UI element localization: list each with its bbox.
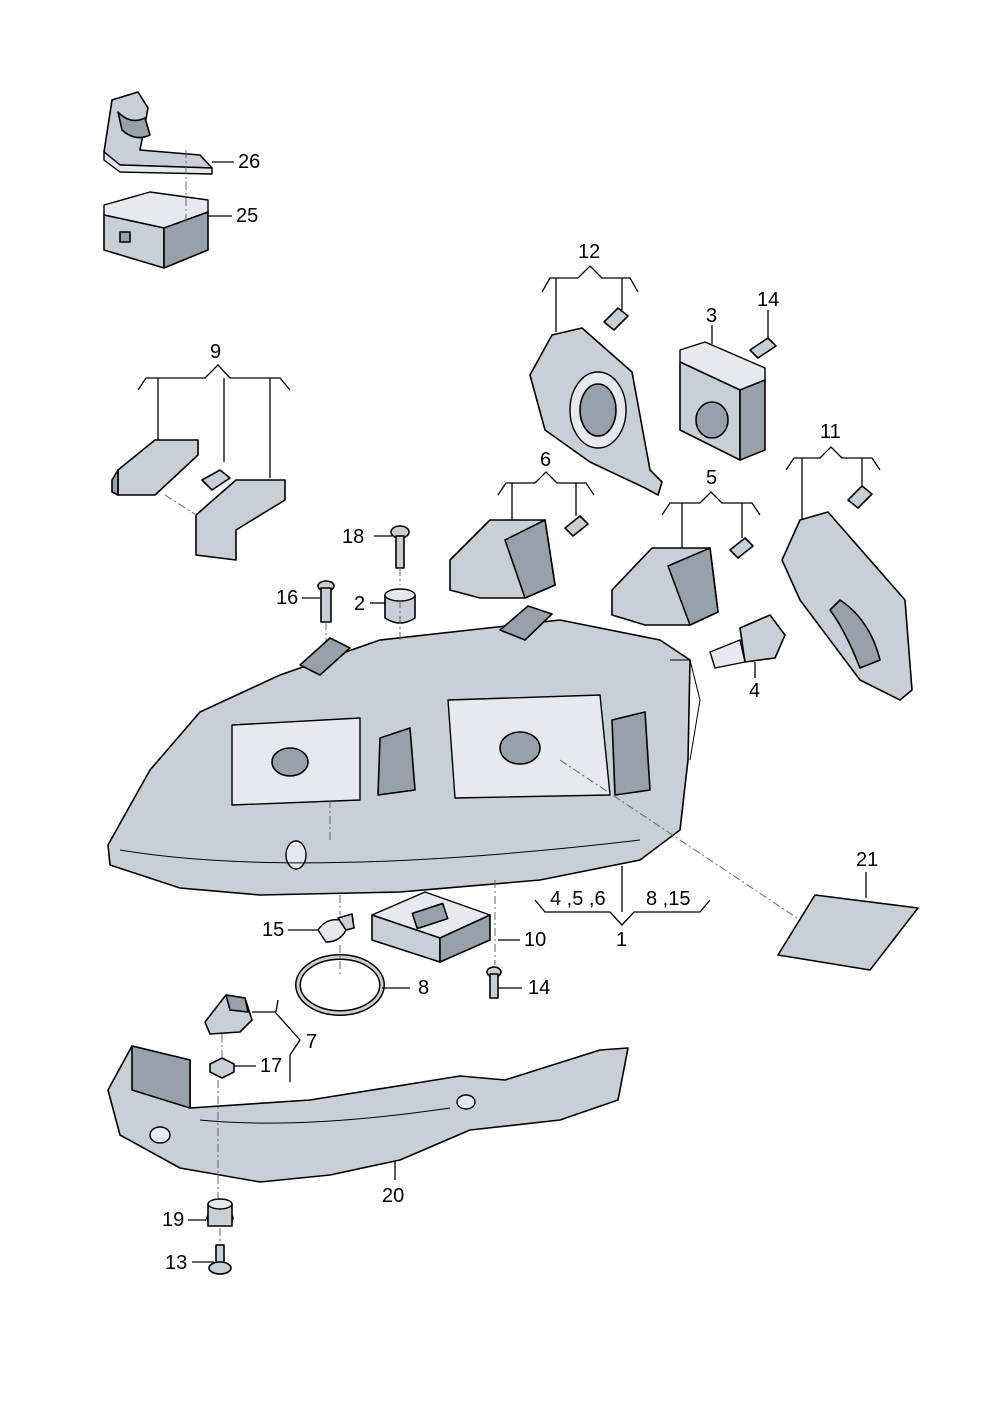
part-11-screw (847, 485, 873, 509)
part-3-control-module (679, 341, 766, 461)
callout-6: 6 (540, 449, 551, 471)
part-15-bulb (317, 913, 355, 943)
callout-2: 2 (354, 593, 365, 615)
part-17-clip-nut (209, 1057, 235, 1079)
part-12-support-frame (529, 327, 663, 496)
callout-17: 17 (260, 1055, 282, 1077)
part-1-headlight-housing (107, 605, 701, 896)
callout-1: 1 (616, 929, 627, 951)
callout-5: 5 (706, 467, 717, 489)
part-5-adjusting-element (611, 547, 719, 626)
callout-8: 8 (418, 977, 429, 999)
callout-13: 13 (165, 1252, 187, 1274)
part-4-actuator (709, 614, 786, 669)
part-16-bolt (317, 580, 335, 623)
callout-12: 12 (578, 241, 600, 263)
callout-14-top: 14 (757, 289, 779, 311)
part-9-sensor-assembly (111, 439, 286, 561)
part-5-screw (729, 537, 754, 559)
callout-19: 19 (162, 1209, 184, 1231)
callout-8-15: 8 ,15 (646, 888, 690, 910)
callout-26: 26 (238, 151, 260, 173)
part-13-screw (208, 1244, 232, 1275)
callout-9: 9 (210, 341, 221, 363)
callout-15: 15 (262, 919, 284, 941)
part-14-screw-top (749, 337, 777, 359)
callout-11: 11 (820, 421, 841, 443)
part-6-screw (564, 515, 589, 537)
callout-16: 16 (276, 587, 298, 609)
callout-18: 18 (342, 526, 364, 548)
callout-4-5-6: 4 ,5 ,6 (550, 888, 606, 910)
part-10-led-module (371, 891, 491, 963)
callout-labels: 26 25 12 14 3 9 11 6 5 18 16 2 4 21 4 ,5… (162, 151, 878, 1274)
part-12-screw (603, 307, 629, 331)
part-7-mounting-bracket (204, 994, 253, 1035)
callout-4: 4 (749, 680, 760, 702)
part-21-label-sheet (777, 894, 919, 971)
part-20-lower-bracket (107, 1045, 629, 1183)
callout-10: 10 (524, 929, 546, 951)
callout-25: 25 (236, 205, 258, 227)
callout-14-bottom: 14 (528, 977, 550, 999)
callout-21: 21 (856, 849, 878, 871)
part-6-adjusting-element (449, 519, 556, 599)
part-26-retaining-clip (103, 91, 213, 175)
leader-lines (137, 161, 881, 1263)
callout-20: 20 (382, 1185, 404, 1207)
part-14-screw-bottom (486, 966, 502, 999)
part-19-bushing (206, 1198, 234, 1227)
part-25-control-unit (103, 191, 209, 269)
part-18-screw (390, 525, 410, 569)
callout-7: 7 (306, 1031, 317, 1053)
callout-3: 3 (706, 305, 717, 327)
part-11-rear-cover (781, 511, 913, 701)
